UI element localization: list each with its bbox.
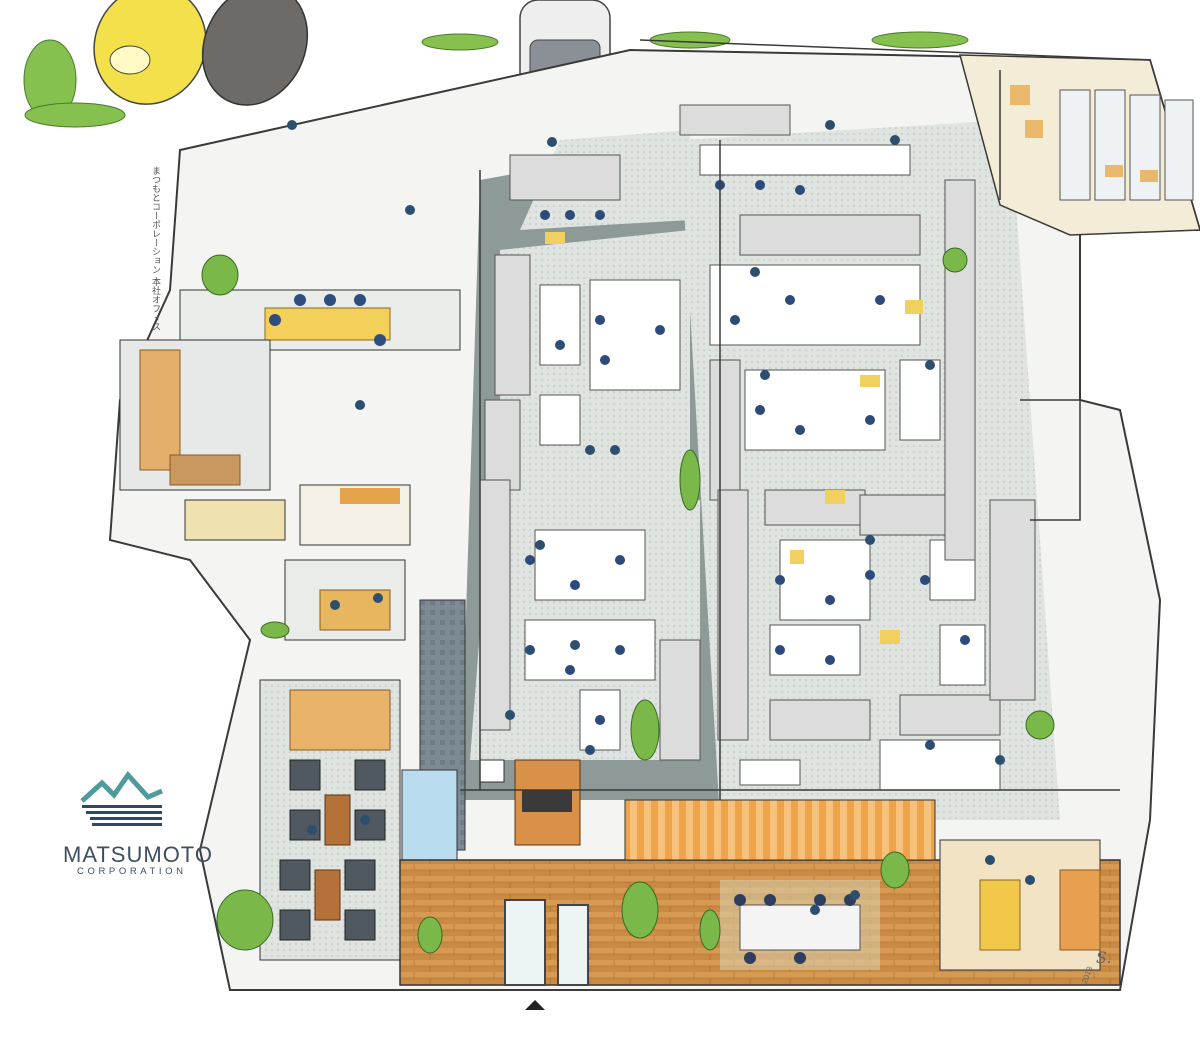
reception-lounge [259,679,401,961]
company-subtitle: CORPORATION [77,866,187,877]
desk-clusters [479,104,1036,791]
vertical-caption: まつもとコーポレーション 本社オフィス [150,166,160,331]
cafe-area [939,839,1101,971]
potted-plants [201,247,1055,954]
company-logo-mark [80,771,163,826]
company-name: MATSUMOTO [63,842,213,867]
entrance-doors [504,899,589,986]
washroom [184,484,411,546]
people [287,120,1035,915]
meeting-room-bottom [720,880,880,970]
wall-outlines [460,39,1151,800]
entrance-marker [525,1000,545,1010]
glass-panel [401,769,458,861]
framed-picture [479,759,505,783]
meeting-room-left [179,289,461,351]
entrance-hall-left [119,339,271,491]
artist-signature: S. [1096,948,1112,967]
small-office [284,559,406,641]
